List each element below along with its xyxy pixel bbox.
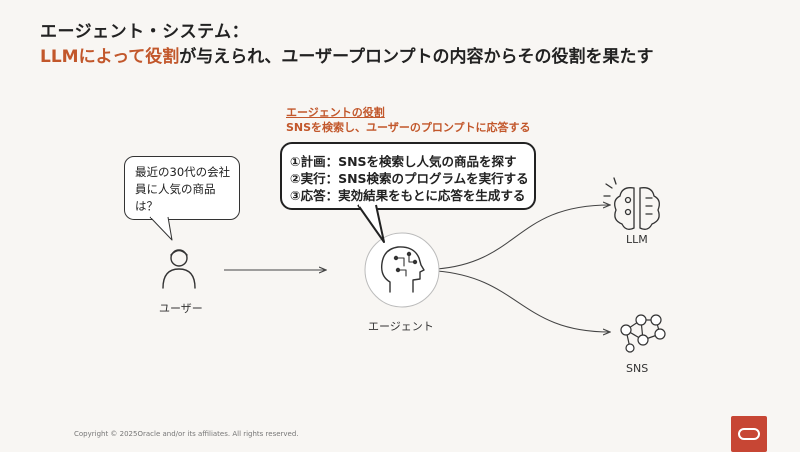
title-line-2: LLMによって役割が与えられ、ユーザープロンプトの内容からその役割を果たす <box>40 42 654 67</box>
title-rest: が与えられ、ユーザープロンプトの内容からその役割を果たす <box>179 47 654 67</box>
agent-label: エージェント <box>368 320 434 333</box>
agent-llm-arrow <box>437 205 610 269</box>
title-line-1: エージェント・システム： <box>40 22 250 42</box>
sns-label: SNS <box>626 362 649 375</box>
oracle-logo <box>731 416 767 452</box>
copyright: Copyright © 2025Oracle and/or its affili… <box>74 430 299 438</box>
brain-circuit-icon <box>380 246 425 293</box>
agent-role-heading: エージェントの役割 <box>286 106 385 119</box>
network-people-icon <box>620 314 666 353</box>
oracle-logo-ring <box>738 428 760 440</box>
brain-icon <box>603 177 660 230</box>
plan-step: ①計画：SNSを検索し人気の商品を探す <box>290 154 517 169</box>
agent-role-description: SNSを検索し、ユーザーのプロンプトに応答する <box>286 121 531 134</box>
user-label: ユーザー <box>159 302 203 315</box>
agent-sns-arrow <box>437 271 610 332</box>
agent-plan-bubble: ①計画：SNSを検索し人気の商品を探す ②実行：SNS検索のプログラムを実行する… <box>280 142 536 210</box>
plan-step: ③応答：実効結果をもとに応答を生成する <box>290 188 526 203</box>
user-question: 最近の30代の会社員に人気の商品は？ <box>135 165 231 213</box>
title-accent: LLMによって役割 <box>40 47 180 67</box>
agent-role-heading-block: エージェントの役割 SNSを検索し、ユーザーのプロンプトに応答する <box>286 105 531 135</box>
llm-label: LLM <box>626 233 648 246</box>
person-icon <box>162 249 196 289</box>
user-question-bubble: 最近の30代の会社員に人気の商品は？ <box>124 156 240 220</box>
plan-step: ②実行：SNS検索のプログラムを実行する <box>290 171 529 186</box>
plan-steps: ①計画：SNSを検索し人気の商品を探す ②実行：SNS検索のプログラムを実行する… <box>290 153 529 204</box>
